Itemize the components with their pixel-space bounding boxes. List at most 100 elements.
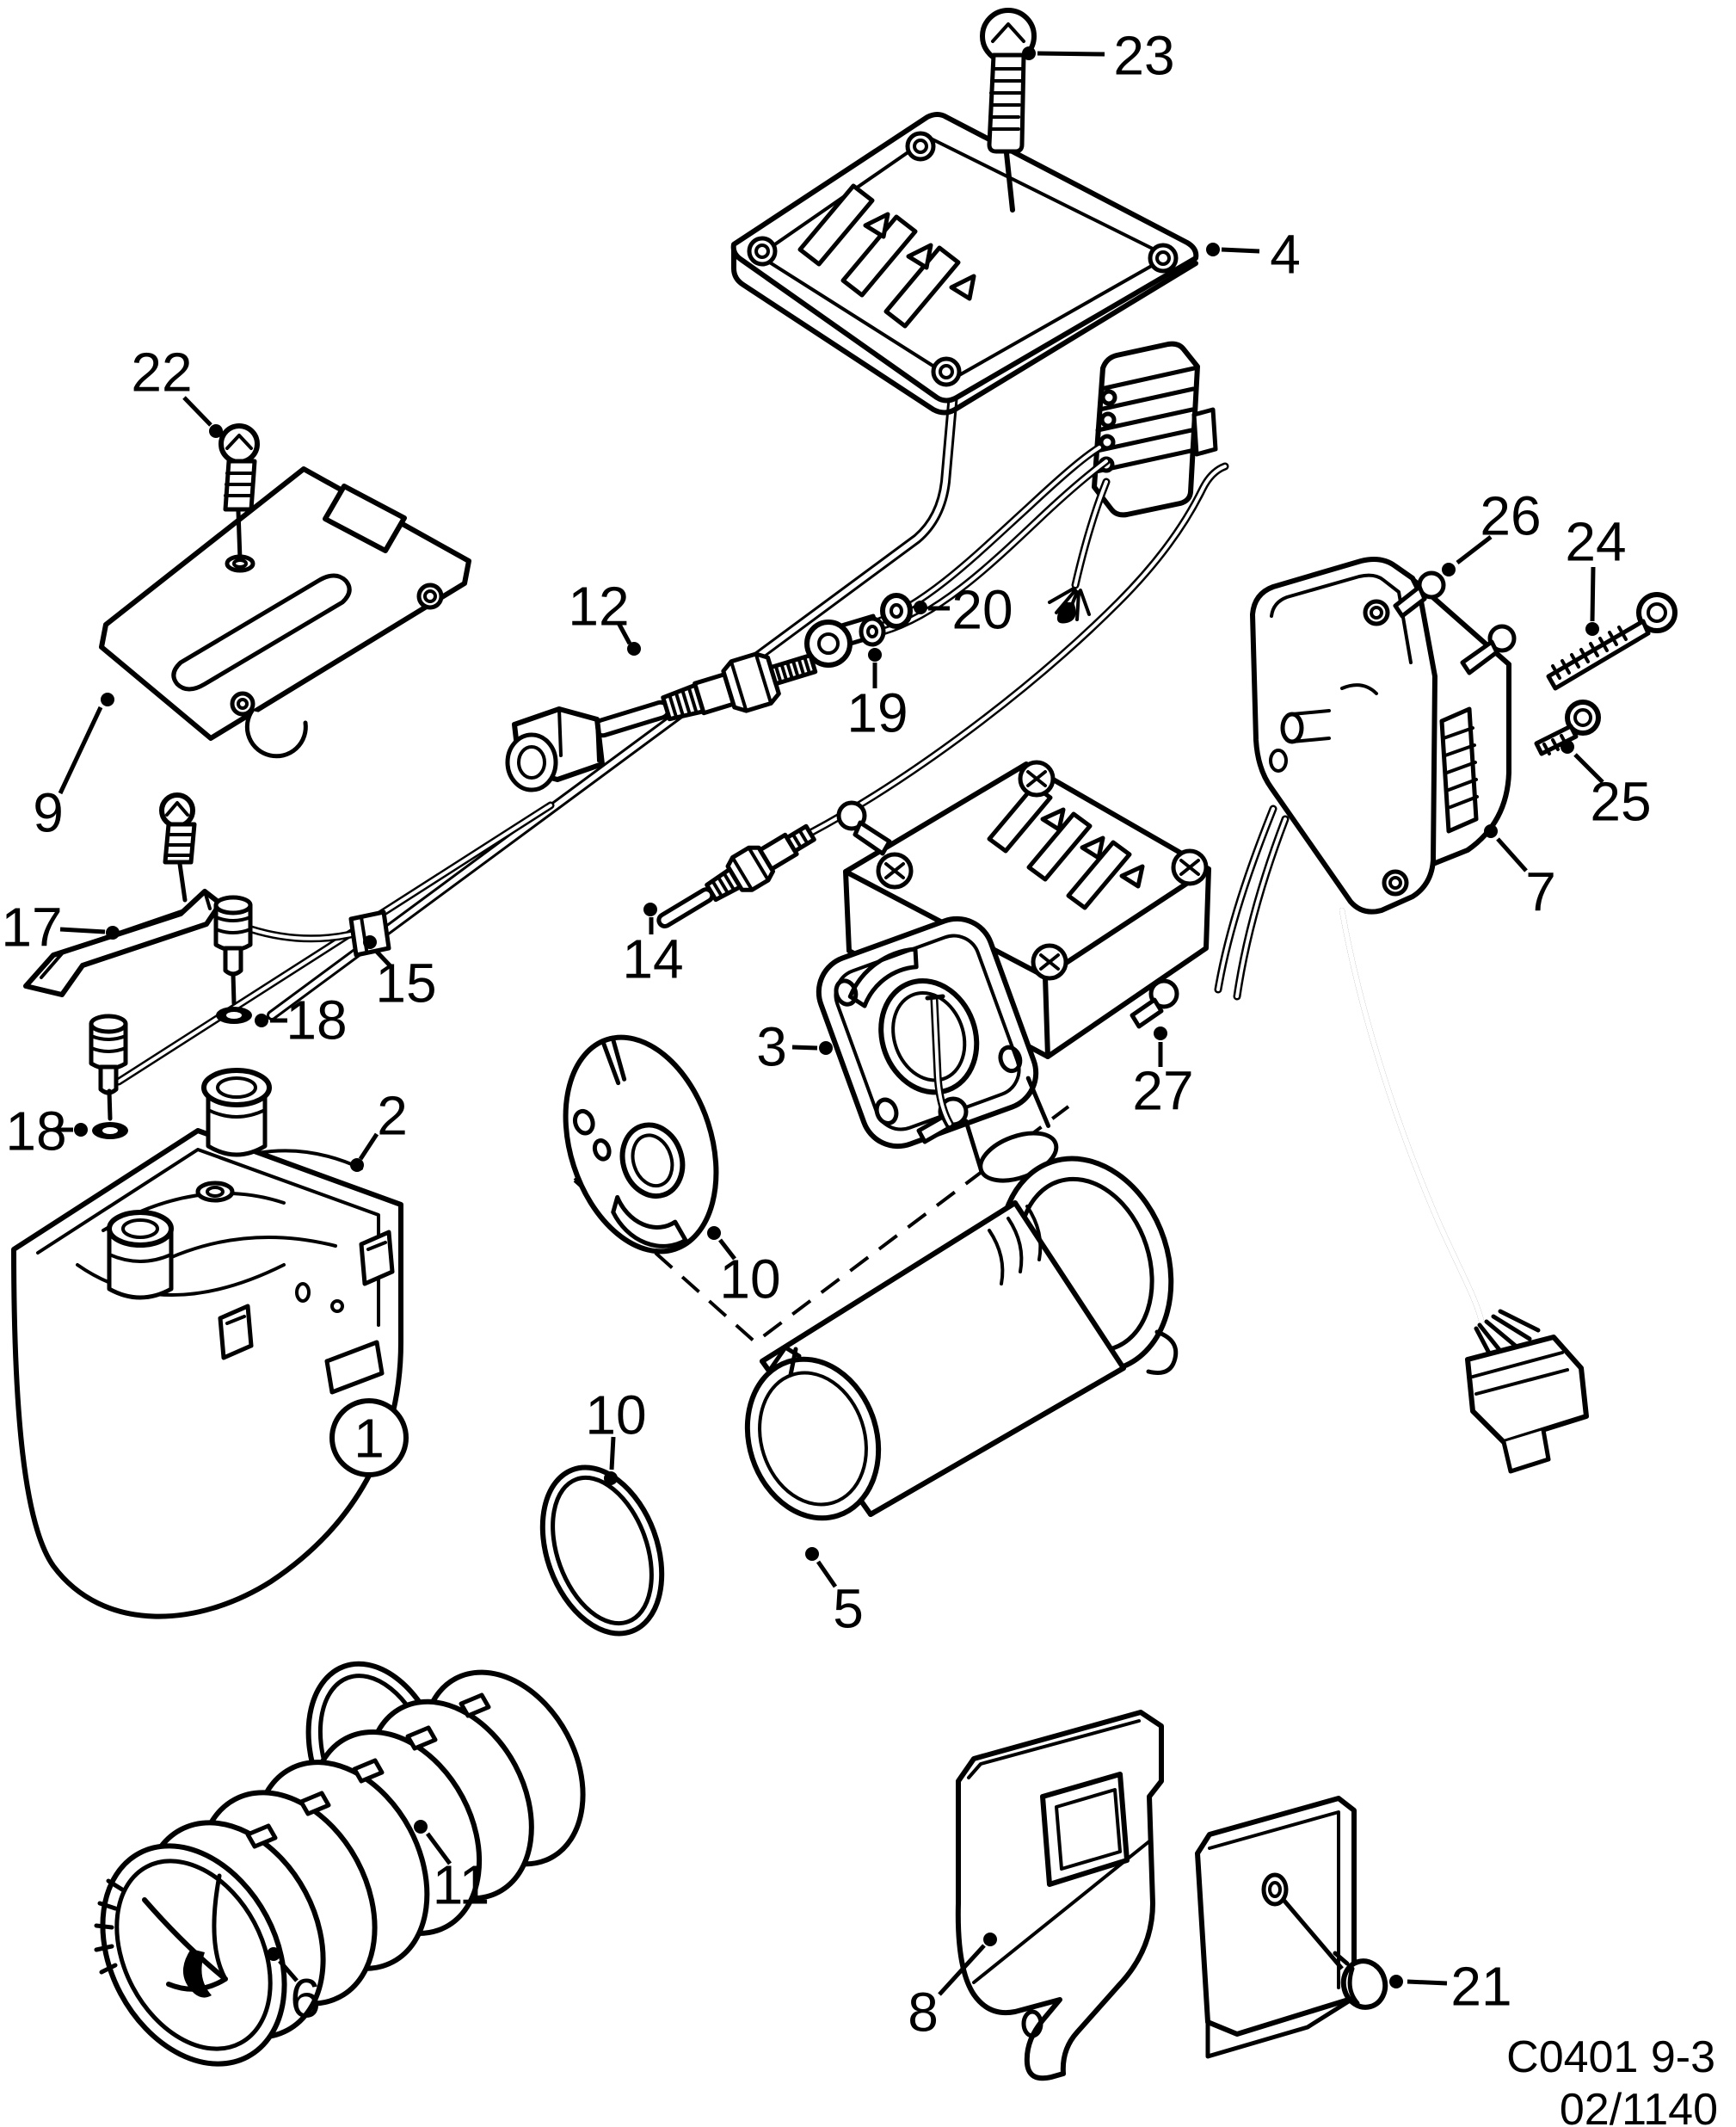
callout-11-22: 11 bbox=[414, 1820, 489, 1915]
callout-2-16: 2 bbox=[350, 1084, 408, 1172]
leader-dot bbox=[819, 1041, 833, 1055]
leader-dot bbox=[74, 1123, 88, 1137]
leader-dot bbox=[1022, 46, 1036, 60]
callout-17-12: 17 bbox=[1, 896, 120, 958]
callout-number: 4 bbox=[1270, 223, 1301, 285]
screws-27 bbox=[836, 800, 1179, 1144]
callout-6-23: 6 bbox=[267, 1947, 321, 2029]
callout-number: 25 bbox=[1590, 770, 1651, 832]
callout-number: 3 bbox=[756, 1015, 787, 1077]
leader-dot bbox=[983, 1933, 997, 1946]
leader-dot bbox=[363, 935, 377, 949]
part-2-heater-body bbox=[11, 1068, 403, 1619]
screw-26-a bbox=[1393, 570, 1446, 619]
part-12-glow-plug bbox=[593, 651, 818, 738]
leader-dot bbox=[914, 601, 927, 614]
callout-number: 20 bbox=[951, 578, 1013, 640]
callout-12-4: 12 bbox=[568, 575, 641, 656]
callout-number: 8 bbox=[908, 1981, 939, 2043]
leader-dot bbox=[414, 1820, 428, 1834]
damper-b bbox=[89, 1014, 128, 1139]
leader-line bbox=[58, 706, 103, 795]
callout-9-3: 9 bbox=[33, 693, 114, 843]
blower-flange bbox=[816, 916, 1059, 1183]
callout-number: 18 bbox=[286, 989, 347, 1051]
assembly-callout-1: 1 bbox=[329, 1398, 409, 1477]
callout-21-25: 21 bbox=[1389, 1955, 1512, 2017]
leader-dot bbox=[1585, 622, 1599, 636]
leader-line bbox=[182, 396, 212, 427]
callout-26-8: 26 bbox=[1442, 484, 1542, 576]
callout-4-1: 4 bbox=[1206, 223, 1301, 285]
callout-18-14: 18 bbox=[255, 989, 348, 1051]
clip-15 bbox=[348, 909, 391, 958]
callout-number: 10 bbox=[719, 1248, 780, 1310]
leader-line bbox=[278, 1959, 299, 1982]
callout-20-5: 20 bbox=[914, 578, 1013, 640]
part-9-mounting-plate bbox=[99, 466, 471, 759]
part-23-screw bbox=[980, 8, 1037, 213]
part-14-sensor bbox=[656, 823, 816, 928]
leader-line bbox=[791, 1045, 818, 1051]
bolt-24 bbox=[1546, 592, 1678, 691]
callout-24-9: 24 bbox=[1565, 510, 1627, 636]
part-5-combustion-tube bbox=[744, 994, 1179, 1521]
leader-dot bbox=[1154, 1027, 1167, 1040]
leader-dot bbox=[1442, 563, 1456, 576]
leader-dot bbox=[1484, 824, 1498, 838]
callout-number: 6 bbox=[290, 1967, 321, 2029]
callout-number: 22 bbox=[131, 341, 192, 403]
leader-dot bbox=[106, 926, 120, 940]
leader-line bbox=[1590, 566, 1596, 622]
part-8-bracket bbox=[955, 1710, 1388, 2081]
leader-dot bbox=[643, 903, 657, 916]
part-4-cover bbox=[730, 112, 1199, 416]
callout-number: 23 bbox=[1113, 24, 1174, 86]
leader-dot bbox=[707, 1226, 721, 1240]
part-19-20-nuts bbox=[859, 593, 913, 647]
leader-line bbox=[358, 1132, 379, 1161]
part-22-screw bbox=[219, 423, 260, 562]
callout-8-24: 8 bbox=[908, 1933, 997, 2043]
part-hex-fitting bbox=[505, 706, 605, 792]
leader-line bbox=[718, 1238, 736, 1261]
callout-number: 19 bbox=[846, 681, 908, 743]
callout-number: 2 bbox=[377, 1084, 408, 1146]
coolant-port-rear bbox=[201, 1068, 272, 1157]
part-17-bracket bbox=[23, 792, 223, 997]
part-7-control-unit bbox=[1214, 557, 1678, 1474]
callout-number: 26 bbox=[1480, 484, 1541, 546]
part-damper-rod bbox=[114, 801, 555, 1086]
leader-line bbox=[1573, 753, 1604, 784]
assembly-callout-label: 1 bbox=[354, 1407, 385, 1469]
figure-page: 02/1140 bbox=[1560, 2085, 1718, 2127]
callout-number: 7 bbox=[1525, 860, 1556, 922]
callout-3-17: 3 bbox=[756, 1015, 833, 1077]
leader-line bbox=[1407, 1979, 1448, 1986]
callout-22-2: 22 bbox=[131, 341, 223, 438]
callout-number: 21 bbox=[1450, 1955, 1511, 2017]
callout-18-15: 18 bbox=[5, 1100, 88, 1162]
leader-dot bbox=[209, 424, 223, 438]
callout-7-11: 7 bbox=[1484, 824, 1556, 922]
leader-dot bbox=[1389, 1975, 1403, 1988]
part-6-flex-pipe bbox=[94, 1669, 586, 2067]
callout-number: 17 bbox=[1, 896, 62, 958]
leader-dot bbox=[255, 1014, 268, 1027]
main-cable bbox=[1339, 908, 1589, 1474]
leader-line bbox=[938, 1944, 986, 1996]
callout-number: 27 bbox=[1132, 1059, 1193, 1121]
screw-26-b bbox=[1460, 624, 1517, 675]
callout-number: 9 bbox=[33, 781, 64, 843]
callout-number: 12 bbox=[568, 575, 629, 637]
callout-number: 24 bbox=[1565, 510, 1626, 572]
phillips-screws bbox=[876, 760, 1209, 981]
leader-line bbox=[1221, 247, 1260, 254]
callout-number: 14 bbox=[622, 928, 683, 990]
leader-line bbox=[816, 1560, 838, 1588]
bolt-25 bbox=[1534, 700, 1601, 756]
leader-dot bbox=[267, 1947, 280, 1961]
part-3-blower bbox=[816, 760, 1211, 1183]
damper-a bbox=[213, 895, 253, 1024]
